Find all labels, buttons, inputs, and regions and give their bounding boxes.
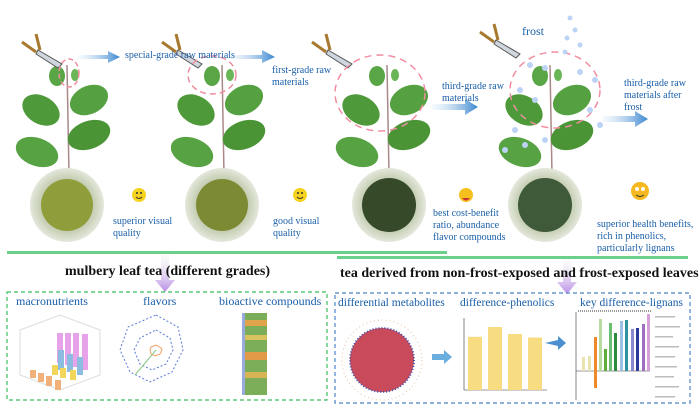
scissors-icon [310, 32, 354, 70]
scissors-icon [478, 22, 522, 60]
lignans-bar-chart [575, 310, 680, 400]
plant-1-illustration [10, 64, 116, 176]
arrow-icon [545, 336, 566, 350]
stage-4-grade: third-grade raw materials after frost [624, 78, 686, 113]
stage-2-grade: first-grade raw materials [272, 65, 332, 88]
down-arrow-icon [155, 255, 175, 292]
laughing-smiley-icon [459, 188, 473, 202]
plant-3-illustration [330, 64, 436, 176]
section-2-title: tea derived from non-frost-exposed and f… [340, 266, 699, 281]
phenolics-bar-1 [468, 336, 482, 390]
arrow-icon [602, 111, 648, 127]
macronutrients-chart [19, 314, 101, 391]
stage-1-outcome: superior visual quality [113, 216, 173, 239]
bioactive-heatmap [242, 313, 267, 395]
phenolics-bar-3 [508, 334, 522, 390]
panel-title-flavors: flavors [143, 294, 177, 308]
panel-title-bioactive: bioactive compounds [219, 294, 322, 308]
arrow-icon [432, 350, 452, 364]
arrow-icon [432, 99, 478, 115]
phenolics-bar-2 [488, 327, 502, 390]
smiley-icon [132, 188, 146, 202]
flavors-radar-chart [119, 314, 184, 383]
stage-1-grade: special-grade raw materials [125, 50, 235, 61]
panel-title-lignans: key difference-lignans [580, 297, 683, 309]
stage-3-grade: third-grade raw materials [442, 81, 504, 104]
phenolics-bar-chart [463, 318, 547, 391]
differential-metabolites-network [341, 319, 423, 401]
plant-2-illustration [165, 64, 271, 176]
frost-snowflakes [502, 15, 603, 153]
section-1-title: mulbery leaf tea (different grades) [65, 264, 271, 279]
stage-2-outcome: good visual quality [273, 216, 320, 239]
panel-title-phenolics: difference-phenolics [460, 297, 555, 309]
panel-title-metabolites: differential metabolites [338, 297, 445, 309]
stage-4-outcome: superior health benefits, rich in phenol… [597, 219, 694, 254]
arrow-icon [78, 51, 120, 63]
panel-title-macronutrients: macronutrients [16, 294, 88, 308]
divider-line-frost [337, 256, 688, 259]
stage-3-outcome: best cost-benefit ratio, abundance flavo… [433, 208, 506, 243]
scissors-icon [20, 32, 64, 70]
down-arrow-icon [557, 259, 577, 294]
phenolics-bar-4 [528, 337, 542, 390]
frost-label: frost [522, 24, 544, 38]
thumbs-up-smiley-icon [631, 182, 649, 200]
arrow-icon [230, 50, 275, 63]
frost-panel-box [334, 292, 691, 404]
grades-panel-box [6, 291, 328, 401]
divider-line-grades [7, 251, 447, 254]
smiley-icon [293, 188, 307, 202]
